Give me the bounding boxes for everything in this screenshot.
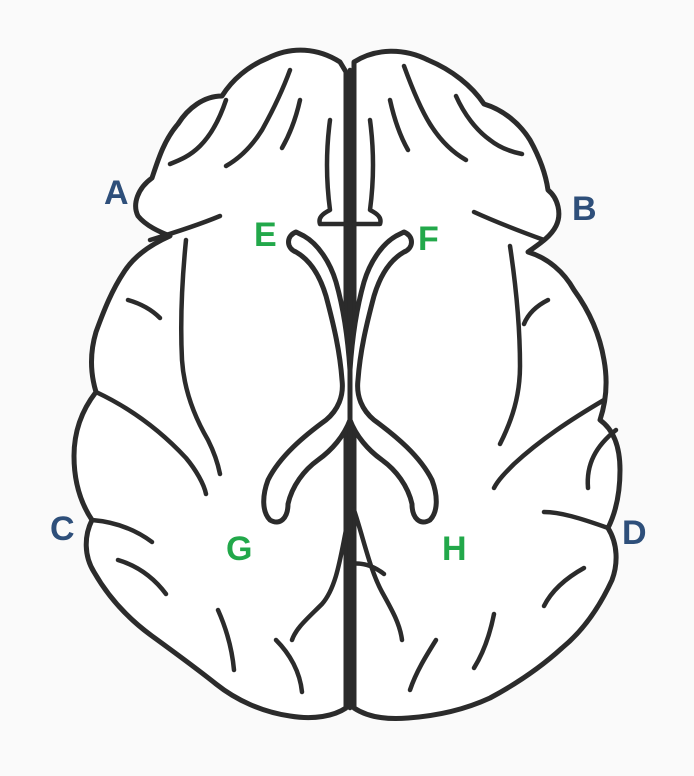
label-g: G bbox=[226, 532, 252, 566]
label-b: B bbox=[572, 192, 597, 226]
label-a: A bbox=[104, 176, 129, 210]
label-d: D bbox=[622, 516, 647, 550]
left-hemisphere-outline bbox=[74, 50, 346, 717]
label-c: C bbox=[50, 512, 75, 546]
label-f: F bbox=[418, 222, 439, 256]
label-e: E bbox=[254, 218, 277, 252]
label-h: H bbox=[442, 532, 467, 566]
